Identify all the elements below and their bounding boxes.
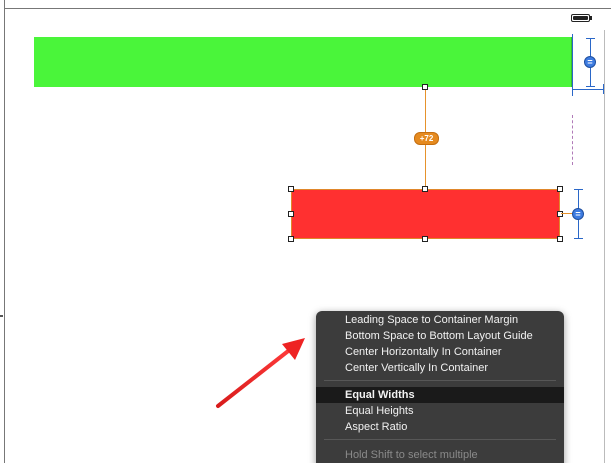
green-height-constraint-cap-bottom [586, 86, 595, 87]
annotation-arrow-icon [216, 338, 305, 408]
context-menu: Leading Space to Container Margin Bottom… [316, 311, 564, 463]
red-height-constraint-icon[interactable]: = [572, 208, 584, 220]
resize-handle-top-right[interactable] [557, 186, 563, 192]
menu-item-aspect-ratio[interactable]: Aspect Ratio [345, 421, 408, 433]
spacing-constraint-badge[interactable]: +72 [414, 132, 439, 145]
constraint-endpoint-top[interactable] [422, 84, 428, 90]
red-height-constraint-cap-bottom [574, 238, 583, 239]
frame-tick [0, 315, 3, 317]
red-height-constraint-cap-top [574, 189, 583, 190]
green-trailing-guide-line [572, 34, 573, 96]
resize-handle-middle-right[interactable] [557, 211, 563, 217]
device-frame-right-edge [604, 30, 605, 463]
green-height-constraint-icon[interactable]: = [584, 56, 596, 68]
menu-separator [324, 380, 556, 381]
resize-handle-bottom-right[interactable] [557, 236, 563, 242]
menu-item-center-horizontally[interactable]: Center Horizontally In Container [345, 346, 502, 358]
green-view[interactable] [34, 37, 572, 87]
battery-icon-nub [590, 16, 592, 20]
battery-icon [571, 14, 590, 22]
dashed-alignment-guide [572, 115, 573, 165]
green-trailing-constraint-cap [603, 84, 604, 94]
resize-handle-bottom-center[interactable] [422, 236, 428, 242]
resize-handle-bottom-left[interactable] [288, 236, 294, 242]
red-trailing-constraint-stub [561, 213, 572, 214]
menu-item-equal-heights[interactable]: Equal Heights [345, 405, 414, 417]
menu-item-leading-space[interactable]: Leading Space to Container Margin [345, 314, 519, 326]
menu-item-bottom-space[interactable]: Bottom Space to Bottom Layout Guide [345, 330, 533, 342]
menu-separator [324, 439, 556, 440]
menu-item-equal-widths[interactable]: Equal Widths [316, 387, 564, 403]
resize-handle-top-center[interactable] [422, 186, 428, 192]
green-height-constraint-cap-top [586, 38, 595, 39]
menu-item-center-vertically[interactable]: Center Vertically In Container [345, 362, 489, 374]
menu-hint-text: Hold Shift to select multiple [345, 449, 478, 461]
device-frame-top [4, 0, 611, 9]
device-frame-left-edge [4, 0, 5, 463]
green-trailing-constraint-line [572, 89, 604, 90]
resize-handle-middle-left[interactable] [288, 211, 294, 217]
red-view[interactable] [291, 189, 560, 239]
resize-handle-top-left[interactable] [288, 186, 294, 192]
